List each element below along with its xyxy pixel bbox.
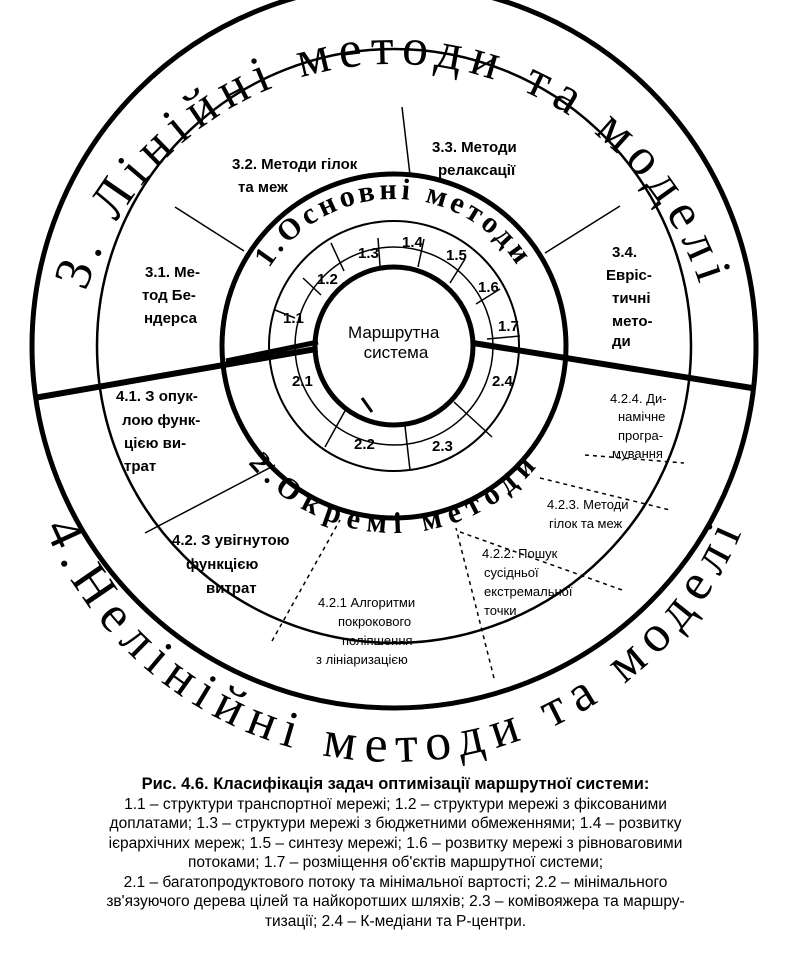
num-1-1: 1.1 [283,310,304,327]
sector-4-2-4-label: 4.2.4. Ди- намічне програ- мування [610,391,670,461]
num-2-4: 2.4 [492,373,514,390]
sector-line [174,206,245,252]
sector-3-4-label: 3.4. Евріс- тичні мето- ди [606,244,657,350]
sector-3-2-label: 3.2. Методи гілок та меж [232,156,361,196]
caption-line: потоками; 1.7 – розміщення об'єктів марш… [187,854,604,871]
caption-line: зв'язуючого дерева цілей та найкоротших … [106,893,685,910]
divider-left [33,346,317,401]
num-1-5: 1.5 [446,247,467,264]
num-2-2: 2.2 [354,436,375,453]
sector-4-1-label: 4.1. З опук- лою функ- цією ви- трат [116,388,204,475]
num-1-2: 1.2 [317,271,338,288]
sector-line [401,106,411,176]
band-inner-ring [95,47,693,645]
numbers-outer-ring [268,220,520,472]
num-1-4: 1.4 [402,234,424,251]
sector-dashed-line [539,477,671,511]
sector-4-2-label: 4.2. З увігнутою функцією витрат [172,532,294,597]
sector-3-3-label: 3.3. Методи релаксації [432,139,521,179]
sector-4-2-2-label: 4.2.2. Пошук сусідньої екстремальної точ… [482,546,576,618]
num-2-1: 2.1 [292,373,313,390]
sector-line [144,464,276,534]
sector-line [544,205,621,254]
caption-title: Рис. 4.6. Класифікація задач оптимізації… [141,775,650,793]
main-methods-ring [219,171,569,521]
core-stem [360,397,374,413]
sector-dashed-line [455,527,495,679]
sector-3-1-label: 3.1. Ме- тод Бе- ндерса [142,264,204,327]
separate-methods-label: 2.Окремі методи [243,446,545,540]
caption-line: ієрархічних мереж; 1.5 – синтезу мережі;… [108,834,683,852]
num-1-3: 1.3 [358,245,379,262]
sector-dashed-line [584,454,685,464]
num-2-3: 2.3 [432,438,453,455]
caption-line: 1.1 – структури транспортної мережі; 1.2… [124,795,667,813]
classification-diagram: 3. Лінійні методи та моделі 4.Нелінійні … [29,0,759,770]
caption-line: доплатами; 1.3 – структури мережі з бюдж… [109,815,682,832]
outer-ring [29,0,759,711]
figure-caption: Рис. 4.6. Класифікація задач оптимізації… [0,775,791,931]
sector-4-2-1-label: 4.2.1 Алгоритми покрокового поліпшення з… [316,595,419,667]
divider-right [472,340,753,391]
num-1-6: 1.6 [478,279,499,296]
inner-radial-lines [270,237,521,471]
sector-dashed-line [271,519,341,642]
sector-4-2-3-label: 4.2.3. Методи гілок та меж [547,497,632,531]
main-methods-label: 1.Основні методи [248,173,541,273]
num-1-7: 1.7 [498,318,519,335]
caption-line: тизації; 2.4 – К-медіани та Р-центри. [264,912,527,930]
center-label: Маршрутна система [348,323,444,362]
caption-line: 2.1 – багатопродуктового потоку та мінім… [123,873,668,891]
